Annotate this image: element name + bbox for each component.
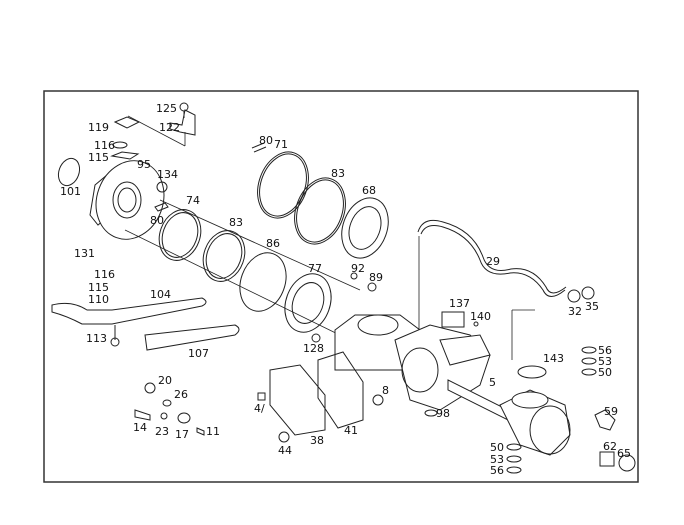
callout: 125	[156, 102, 177, 115]
callout: 107	[188, 347, 209, 360]
callout: 83	[229, 216, 243, 229]
callout: 53	[598, 355, 612, 368]
callout: 83	[331, 167, 345, 180]
callout: 86	[266, 237, 280, 250]
bush-62	[599, 451, 615, 467]
track-rods	[51, 297, 240, 351]
callout: 115	[88, 151, 109, 164]
diagram-frame	[43, 90, 639, 483]
washer-32	[567, 289, 581, 303]
seal-rings	[158, 142, 389, 333]
axle-housing	[334, 314, 571, 456]
callout: 92	[351, 262, 365, 275]
callout: 140	[470, 310, 491, 323]
callout: 38	[310, 434, 324, 447]
callout: 50	[598, 366, 612, 379]
callout: 29	[486, 255, 500, 268]
callout: 68	[362, 184, 376, 197]
callout: 14	[133, 421, 147, 434]
callout: 80	[150, 214, 164, 227]
callout: 74	[186, 194, 200, 207]
cover-38	[269, 364, 326, 436]
small-fittings	[134, 272, 616, 474]
callout: 95	[137, 158, 151, 171]
callout: 44	[278, 444, 292, 457]
callout: 98	[436, 407, 450, 420]
breather-bracket	[110, 102, 196, 160]
seal-65	[618, 454, 636, 472]
callout: 104	[150, 288, 171, 301]
gasket-41	[317, 351, 364, 429]
callout: 143	[543, 352, 564, 365]
nut-35	[581, 286, 595, 300]
callout: 53	[490, 453, 504, 466]
callout: 8	[382, 384, 389, 397]
callout: 101	[60, 185, 81, 198]
callout: 89	[369, 271, 383, 284]
callout: 59	[604, 405, 618, 418]
callout: 23	[155, 425, 169, 438]
callout: 128	[303, 342, 324, 355]
callout: 80	[259, 134, 273, 147]
callout: 77	[308, 262, 322, 275]
steering-knuckle-housing	[89, 160, 165, 240]
callout: 115	[88, 281, 109, 294]
callout: 137	[449, 297, 470, 310]
callout: 56	[598, 344, 612, 357]
washer-143	[517, 365, 547, 379]
callout: 116	[94, 268, 115, 281]
clip-80	[154, 202, 169, 212]
callout: 65	[617, 447, 631, 460]
callout: 122	[159, 121, 180, 134]
callout: 62	[603, 440, 617, 453]
callout: 110	[88, 293, 109, 306]
callout: 17	[175, 428, 189, 441]
callout: 35	[585, 300, 599, 313]
callout-labels: 125 122 119 116 115 95 101 134 80 74 83 …	[60, 102, 631, 477]
callout: 71	[274, 138, 288, 151]
callout: 113	[86, 332, 107, 345]
callout: 20	[158, 374, 172, 387]
callout: 32	[568, 305, 582, 318]
callout: 41	[344, 424, 358, 437]
plug-134	[156, 181, 168, 193]
callout: 134	[157, 168, 178, 181]
callout: 26	[174, 388, 188, 401]
callout: 4/	[254, 402, 265, 415]
callout: 56	[490, 464, 504, 477]
callout: 131	[74, 247, 95, 260]
callout: 5	[489, 376, 496, 389]
callout: 116	[94, 139, 115, 152]
callout: 119	[88, 121, 109, 134]
brake-line-29	[417, 219, 567, 330]
callout: 50	[490, 441, 504, 454]
callout: 11	[206, 425, 220, 438]
seal-ring-101	[57, 157, 81, 187]
